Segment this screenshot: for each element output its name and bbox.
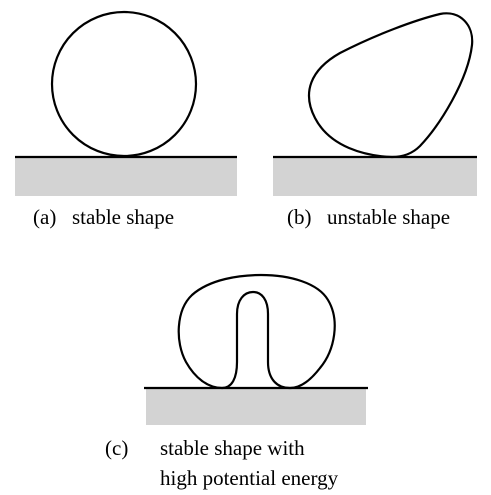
panel-c-label: (c) bbox=[105, 436, 128, 460]
panel-b-label: (b) bbox=[287, 205, 312, 229]
panel-c: (c) stable shape with high potential ene… bbox=[105, 273, 368, 490]
panel-a: (a) stable shape bbox=[15, 10, 237, 229]
panel-a-circle-droplet bbox=[50, 10, 198, 158]
panel-b: (b) unstable shape bbox=[273, 12, 477, 229]
panel-a-label: (a) bbox=[33, 205, 56, 229]
panel-a-caption-text: stable shape bbox=[72, 205, 174, 229]
panel-b-ground bbox=[273, 158, 477, 196]
panel-c-ground bbox=[146, 389, 366, 425]
panel-c-arch-droplet bbox=[177, 273, 336, 390]
panel-b-caption: (b) unstable shape bbox=[287, 205, 450, 229]
panel-b-caption-text: unstable shape bbox=[327, 205, 450, 229]
panel-b-tilted-droplet bbox=[307, 12, 474, 159]
panel-a-ground bbox=[15, 158, 237, 196]
panel-c-caption-line-1: stable shape with bbox=[160, 436, 305, 460]
panel-c-caption: (c) stable shape with high potential ene… bbox=[105, 436, 339, 490]
panel-c-caption-line-2: high potential energy bbox=[160, 466, 339, 490]
panel-a-caption: (a) stable shape bbox=[33, 205, 174, 229]
